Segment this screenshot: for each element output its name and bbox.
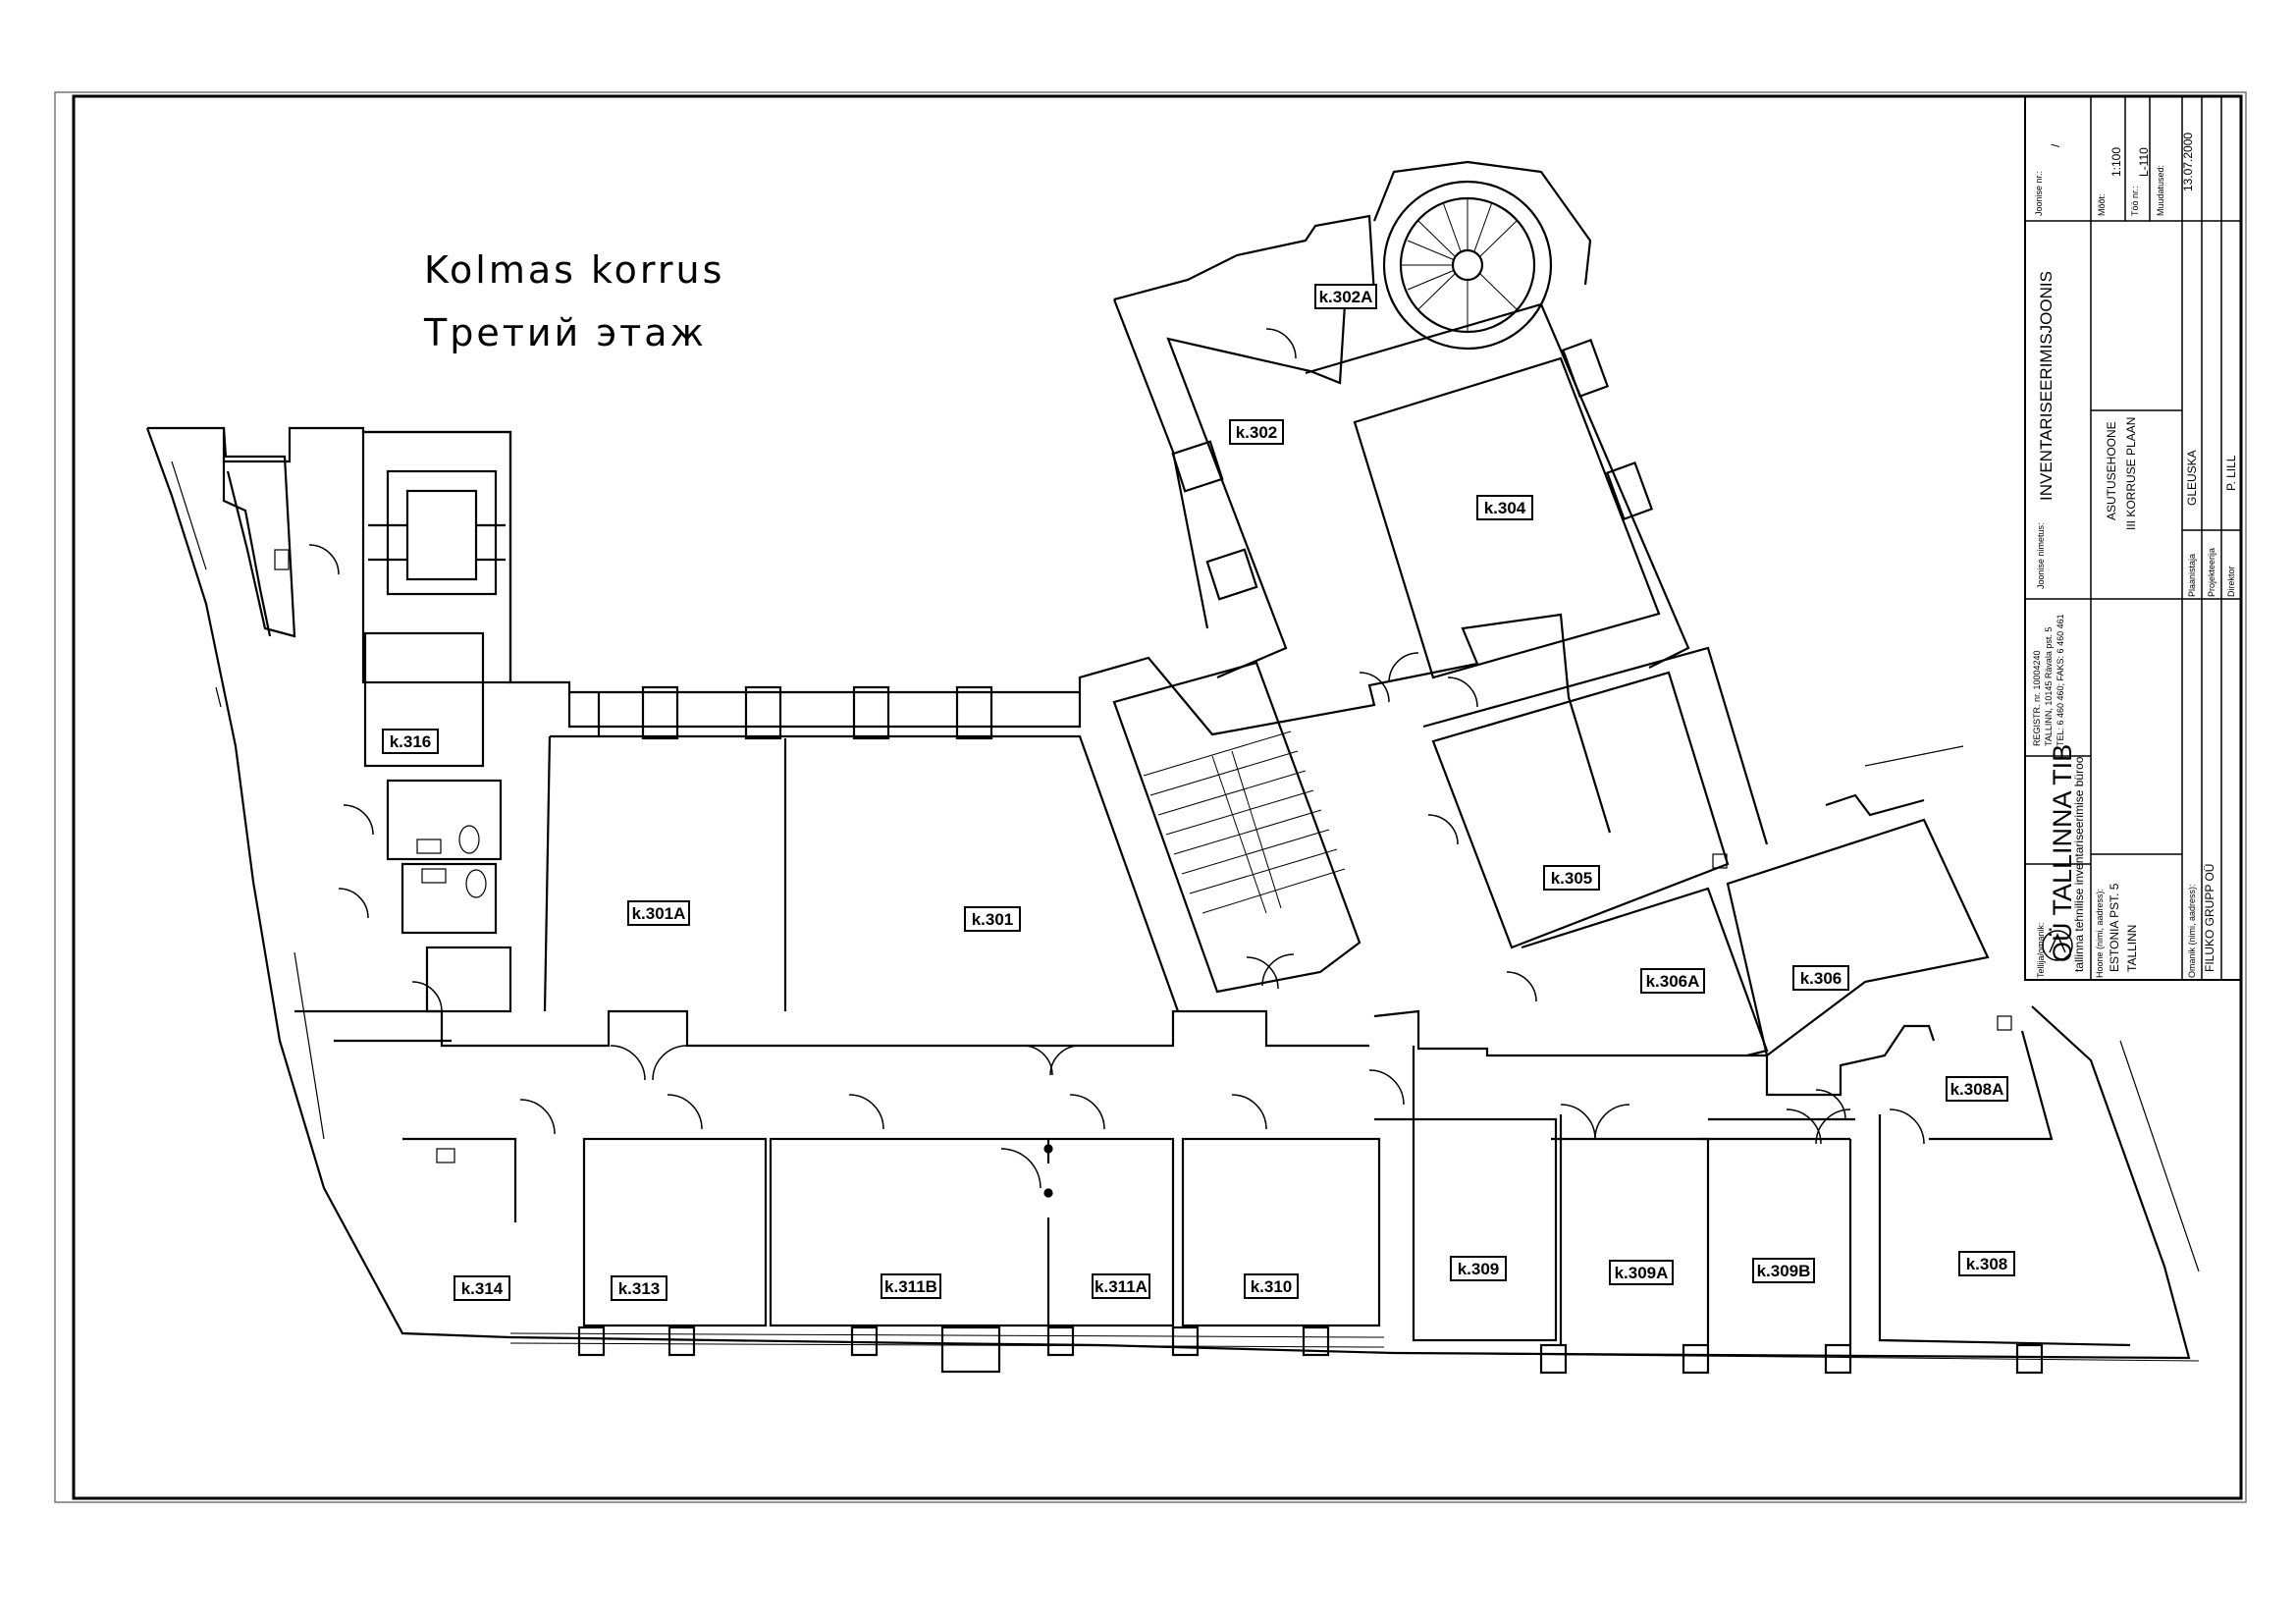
tb-plan-sub: III KORRUSE PLAAN	[2124, 417, 2138, 530]
tb-job-caption: Töö nr.:	[2130, 186, 2140, 216]
tb-scale: 1:100	[2109, 147, 2123, 177]
tb-building-name: ESTONIA PST. 5	[2108, 883, 2121, 972]
title-block-text: Tellija/omanik: OÜ TALLINNA TIB REGISTR.…	[2032, 133, 2238, 978]
tb-role-drafter: Plaanistaja	[2187, 554, 2197, 597]
tb-scale-caption: Mõõt:	[2097, 193, 2107, 216]
room-label-k311a: k.311A	[1092, 1273, 1150, 1299]
tb-client-caption: Tellija/omanik:	[2036, 922, 2046, 978]
svg-text:k.314: k.314	[461, 1279, 504, 1298]
svg-text:k.309: k.309	[1458, 1260, 1500, 1278]
room-label-k302a: k.302A	[1314, 284, 1377, 309]
tb-job-no: L-110	[2137, 147, 2151, 177]
tb-changes-caption: Muudatused:	[2156, 165, 2165, 216]
tb-org-desc: tallinna tehnilise inventariseerimise bü…	[2072, 756, 2086, 972]
svg-text:k.308A: k.308A	[1950, 1080, 2004, 1099]
svg-text:k.302: k.302	[1236, 423, 1278, 442]
room-label-k314: k.314	[454, 1275, 510, 1301]
room-label-k305: k.305	[1543, 865, 1600, 891]
tb-sheet-no: /	[2049, 143, 2062, 147]
tb-building-caption: Hoone (nimi, aadress):	[2095, 889, 2105, 978]
room-label-k316: k.316	[382, 729, 439, 754]
svg-text:k.313: k.313	[618, 1279, 661, 1298]
room-labels: k.301A k.301 k.302 k.302A k.304 k.305 k.…	[382, 284, 2015, 1301]
tb-role-designer: Projekteerija	[2207, 548, 2216, 597]
room-label-k310: k.310	[1244, 1273, 1299, 1299]
svg-text:k.305: k.305	[1551, 869, 1593, 888]
svg-text:k.310: k.310	[1251, 1277, 1293, 1296]
room-label-k304: k.304	[1476, 495, 1533, 520]
tb-org-phone: TEL: 6 460 460; FAKS: 6 460 461	[2056, 614, 2065, 746]
tb-building-city: TALLINN	[2125, 925, 2139, 972]
room-label-k308a: k.308A	[1946, 1076, 2008, 1102]
room-label-k311b: k.311B	[881, 1273, 941, 1299]
svg-text:k.316: k.316	[390, 732, 432, 751]
room-label-k309a: k.309A	[1609, 1260, 1674, 1285]
title-block	[2024, 95, 2242, 981]
door-swings	[308, 328, 1925, 1189]
room-label-k309: k.309	[1450, 1256, 1507, 1281]
building-walls	[145, 160, 2200, 1375]
room-label-k301a: k.301A	[627, 900, 690, 926]
tb-org-reg: REGISTR. nr. 10004240	[2032, 650, 2042, 746]
svg-text:k.302A: k.302A	[1319, 288, 1373, 306]
svg-text:k.304: k.304	[1484, 499, 1526, 517]
tb-owner-caption: Omanik (nimi, aadress):	[2187, 884, 2197, 978]
svg-text:k.306A: k.306A	[1646, 972, 1700, 991]
svg-text:k.311B: k.311B	[884, 1277, 937, 1296]
tb-owner-name: FILUKO GRUPP OÜ	[2203, 864, 2216, 972]
tb-drawing-caption: Joonise nimetus:	[2036, 522, 2046, 589]
room-label-k308: k.308	[1958, 1251, 2015, 1276]
room-label-k302: k.302	[1229, 419, 1284, 445]
svg-text:k.301A: k.301A	[632, 904, 686, 923]
room-label-k306a: k.306A	[1640, 968, 1705, 994]
floor-title-russian: Третий этаж	[423, 311, 707, 354]
svg-text:k.309B: k.309B	[1757, 1262, 1811, 1280]
tb-org-address: TALLINN, 10145 Rävala pst. 5	[2044, 627, 2054, 746]
svg-text:k.309A: k.309A	[1615, 1264, 1669, 1282]
svg-text:k.308: k.308	[1966, 1255, 2008, 1273]
tb-director-name: P. LILL	[2224, 455, 2238, 491]
room-label-k306: k.306	[1792, 965, 1849, 991]
tb-plan-name: ASUTUSEHOONE	[2105, 421, 2118, 520]
tb-date: 13.07.2000	[2181, 133, 2195, 191]
room-label-k309b: k.309B	[1752, 1258, 1815, 1283]
svg-text:k.311A: k.311A	[1095, 1277, 1148, 1296]
sanitary-fixtures	[274, 549, 2012, 1198]
tb-org-name: OÜ TALLINNA TIB	[2048, 744, 2077, 962]
tb-drawing-type: INVENTARISEERIMISJOONIS	[2037, 271, 2056, 501]
room-label-k313: k.313	[611, 1275, 667, 1301]
svg-text:k.306: k.306	[1800, 969, 1842, 988]
tb-sheet-caption: Joonise nr.:	[2034, 171, 2044, 216]
svg-text:k.301: k.301	[972, 910, 1014, 929]
floor-title-estonian: Kolmas korrus	[424, 248, 724, 292]
tb-drafter-name: GLEUSKA	[2185, 450, 2199, 506]
tb-role-director: Direktor	[2226, 566, 2236, 597]
room-label-k301: k.301	[964, 906, 1021, 932]
